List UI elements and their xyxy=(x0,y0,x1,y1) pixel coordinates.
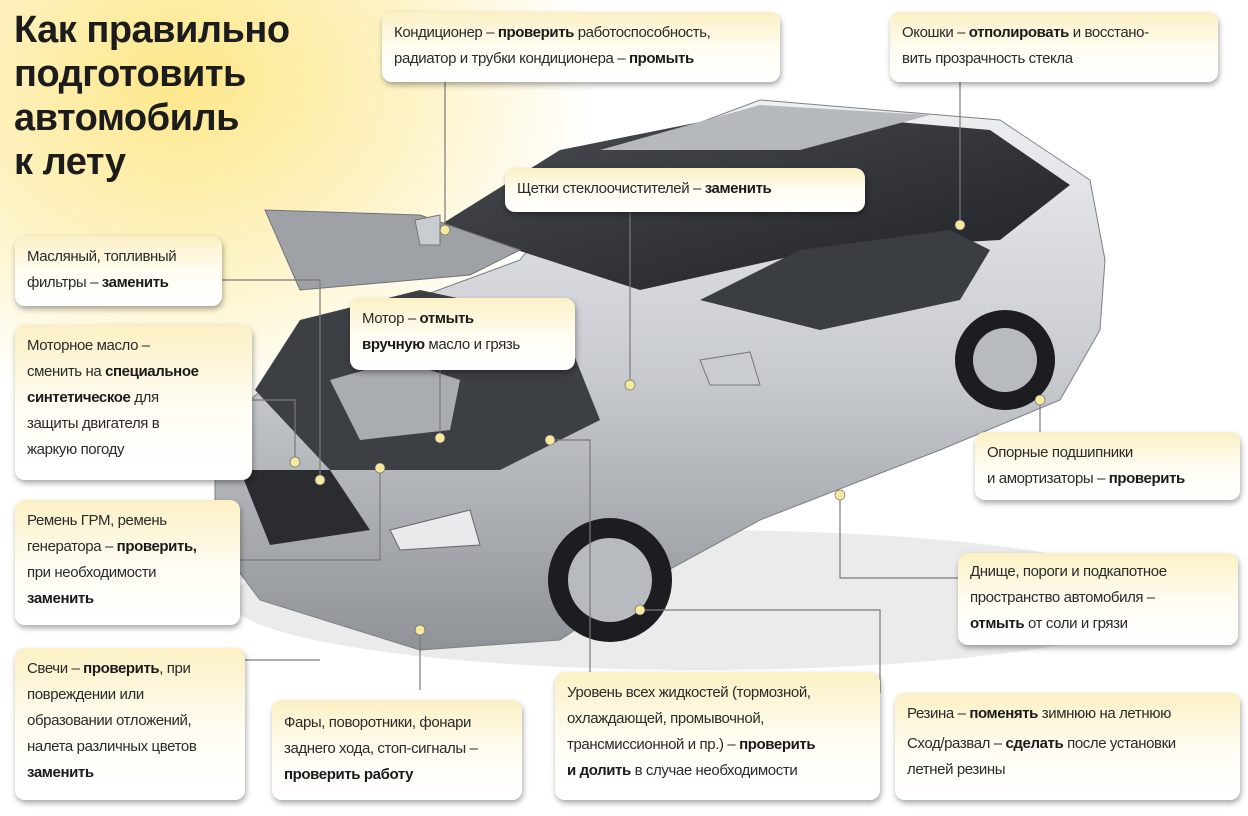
callout-text: , при xyxy=(159,660,191,677)
callout-motor: Мотор – отмыть вручную масло и грязь xyxy=(350,298,575,370)
callout-conditioner: Кондиционер – проверить работоспособност… xyxy=(382,12,780,82)
marker-dot xyxy=(434,432,446,444)
marker-dot xyxy=(439,224,451,236)
leader-line-oil xyxy=(252,399,296,462)
callout-action: проверить xyxy=(1108,470,1186,487)
leader-line-filters xyxy=(222,279,321,480)
callout-text: Сход/развал – xyxy=(907,735,1006,752)
callout-action: и долить xyxy=(567,762,631,779)
callout-text: радиатор и трубки кондиционера – xyxy=(394,50,629,67)
callout-text: Масляный, топливный xyxy=(27,248,177,265)
callout-text: налета различных цветов xyxy=(27,738,197,755)
callout-lights: Фары, поворотники, фонари заднего хода, … xyxy=(272,700,522,800)
callout-action: заменить xyxy=(704,180,772,197)
callout-action: заменить xyxy=(101,274,169,291)
callout-action: отмыть xyxy=(419,310,475,327)
callout-action: поменять xyxy=(969,705,1038,722)
marker-dot xyxy=(374,462,386,474)
callout-text: Свечи – xyxy=(27,660,84,677)
callout-supports: Опорные подшипники и амортизаторы – пров… xyxy=(975,432,1240,500)
callout-action: заменить xyxy=(27,764,94,781)
callout-action: синтетическое xyxy=(27,389,131,406)
callout-action: специальное xyxy=(105,363,199,380)
callout-wipers: Щетки стеклоочистителей – заменить xyxy=(505,168,865,212)
callout-text: сменить на xyxy=(27,363,106,380)
callout-text: в случае необходимости xyxy=(630,762,798,779)
callout-action: проверить xyxy=(739,736,816,753)
callout-text: от соли и грязи xyxy=(1024,615,1128,632)
callout-text: Мотор – xyxy=(362,310,420,327)
callout-action: проверить xyxy=(497,24,575,41)
callout-text: после установки xyxy=(1063,735,1176,752)
callout-text: и амортизаторы – xyxy=(987,470,1109,487)
callout-text: для xyxy=(130,389,159,406)
callout-fluids: Уровень всех жидкостей (тормозной, охлаж… xyxy=(555,672,880,800)
page-title: Как правильно подготовить автомобиль к л… xyxy=(14,8,290,184)
callout-text: летней резины xyxy=(907,761,1006,778)
title-line: Как правильно xyxy=(14,9,290,51)
leader-line-underbody xyxy=(839,495,958,579)
callout-action: проверить, xyxy=(116,538,197,555)
callout-text: работоспособность, xyxy=(573,24,711,41)
callout-text: Уровень всех жидкостей (тормозной, xyxy=(567,684,811,701)
marker-dot xyxy=(414,624,426,636)
callout-text: Ремень ГРМ, ремень xyxy=(27,512,167,529)
callout-text: Моторное масло – xyxy=(27,337,150,354)
callout-text: фильтры – xyxy=(27,274,102,291)
callout-text: Опорные подшипники xyxy=(987,444,1133,461)
callout-underbody: Днище, пороги и подкапотное пространство… xyxy=(958,553,1238,645)
callout-text: зимнюю на летнюю xyxy=(1037,705,1172,722)
callout-belt: Ремень ГРМ, ремень генератора – проверит… xyxy=(15,500,240,625)
marker-dot xyxy=(624,379,636,391)
leader-line-belt xyxy=(240,468,381,561)
callout-text: пространство автомобиля – xyxy=(970,589,1155,606)
marker-dot xyxy=(289,456,301,468)
callout-text: Щетки стеклоочистителей – xyxy=(517,180,705,197)
callout-text: Кондиционер – xyxy=(394,24,498,41)
callout-action: проверить работу xyxy=(284,766,414,783)
leader-line-fluids xyxy=(550,439,591,672)
callout-tires: Резина – поменять зимнюю на летнюю Сход/… xyxy=(895,693,1240,800)
callout-action: отмыть xyxy=(970,615,1025,632)
callout-action: промыть xyxy=(628,50,694,67)
callout-action: проверить xyxy=(83,660,160,677)
callout-windows: Окошки – отполировать и восстано- вить п… xyxy=(890,12,1218,82)
leader-line-tires xyxy=(640,609,881,693)
callout-text: Окошки – xyxy=(902,24,969,41)
callout-text: Резина – xyxy=(907,705,970,722)
title-line: автомобиль xyxy=(14,97,239,139)
callout-text: образовании отложений, xyxy=(27,712,192,729)
marker-dot xyxy=(544,434,556,446)
callout-engine-oil: Моторное масло – сменить на специальное … xyxy=(15,325,252,480)
callout-action: вручную xyxy=(362,336,425,353)
title-line: подготовить xyxy=(14,53,246,95)
callout-text: масло и грязь xyxy=(424,336,520,353)
callout-action: сделать xyxy=(1005,735,1064,752)
callout-action: отполировать xyxy=(968,24,1070,41)
callout-text: и восстано- xyxy=(1069,24,1149,41)
marker-dot xyxy=(1034,394,1046,406)
callout-text: трансмиссионной и пр.) – xyxy=(567,736,740,753)
callout-spark-plugs: Свечи – проверить, при повреждении или о… xyxy=(15,648,245,800)
callout-action: заменить xyxy=(27,590,94,607)
callout-filters: Масляный, топливный фильтры – заменить xyxy=(15,236,222,306)
callout-text: охлаждающей, промывочной, xyxy=(567,710,765,727)
callout-text: генератора – xyxy=(27,538,117,555)
callout-text: Фары, поворотники, фонари xyxy=(284,714,472,731)
marker-dot xyxy=(314,474,326,486)
callout-text: Днище, пороги и подкапотное xyxy=(970,563,1167,580)
callout-text: вить прозрачность стекла xyxy=(902,50,1073,67)
marker-dot xyxy=(634,604,646,616)
marker-dot xyxy=(954,219,966,231)
callout-text: при необходимости xyxy=(27,564,157,581)
callout-text: жаркую погоду xyxy=(27,441,125,458)
callout-text: повреждении или xyxy=(27,686,144,703)
title-line: к лету xyxy=(14,141,126,183)
marker-dot xyxy=(834,489,846,501)
callout-text: заднего хода, стоп-сигналы – xyxy=(284,740,478,757)
callout-text: защиты двигателя в xyxy=(27,415,160,432)
